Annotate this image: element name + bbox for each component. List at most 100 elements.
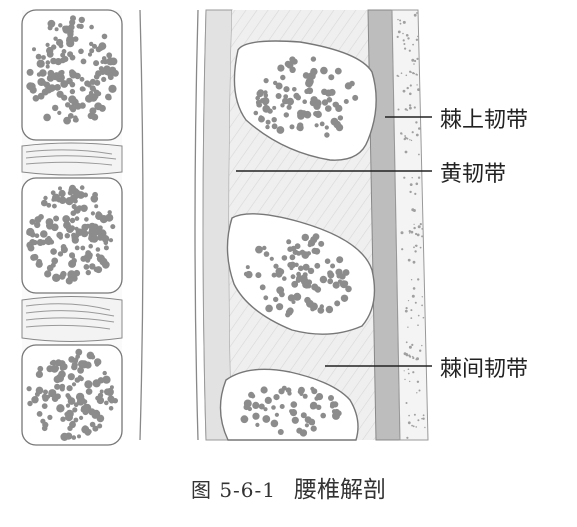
bone-dot — [101, 56, 107, 61]
bone-dot — [318, 240, 325, 247]
bone-dot — [79, 76, 85, 82]
bone-dot — [71, 435, 77, 440]
bone-dot — [289, 66, 296, 74]
stipple-dot — [400, 72, 403, 74]
bone-dot — [65, 102, 71, 108]
stipple-dot — [397, 18, 399, 21]
bone-dot — [307, 242, 312, 248]
stipple-dot — [412, 425, 415, 428]
bone-dot — [301, 233, 309, 242]
bone-dot — [292, 249, 299, 255]
bone-dot — [74, 216, 80, 221]
stipple-dot — [409, 84, 412, 87]
bone-dot — [325, 305, 334, 314]
bone-dot — [97, 423, 103, 429]
bone-dot — [324, 125, 329, 130]
intervertebral-disc-1 — [21, 142, 123, 176]
stipple-dot — [407, 326, 409, 328]
bone-dot — [252, 412, 260, 420]
stipple-dot — [408, 49, 411, 52]
bone-dot — [321, 99, 329, 106]
bone-dot — [263, 101, 268, 106]
stipple-dot — [414, 301, 417, 304]
bone-dot — [60, 80, 69, 88]
intervertebral-disc-2 — [21, 296, 123, 342]
stipple-dot — [414, 250, 417, 253]
bone-dot — [258, 115, 263, 120]
bone-dot — [80, 204, 88, 212]
bone-dot — [329, 403, 335, 409]
stipple-dot — [413, 226, 416, 230]
bone-dot — [286, 104, 292, 110]
bone-dot — [302, 272, 308, 278]
bone-dot — [78, 360, 86, 369]
bone-dot — [67, 397, 76, 405]
bone-dot — [255, 272, 262, 279]
bone-dot — [109, 385, 114, 390]
bone-dot — [78, 48, 84, 55]
stipple-dot — [419, 223, 422, 226]
stipple-dot — [418, 153, 420, 156]
bone-dot — [36, 411, 43, 417]
bone-dot — [302, 281, 309, 289]
bone-dot — [300, 412, 307, 419]
bone-dot — [71, 257, 77, 264]
stipple-dot — [421, 344, 423, 347]
bone-dot — [36, 258, 43, 265]
bone-dot — [279, 404, 285, 409]
bone-dot — [40, 230, 48, 238]
bone-dot — [52, 203, 57, 209]
stipple-dot — [422, 316, 425, 319]
stipple-dot — [402, 32, 404, 35]
bone-dot — [27, 400, 33, 407]
bone-dot — [352, 94, 359, 101]
bone-dot — [316, 404, 322, 410]
bone-dot — [45, 42, 50, 48]
bone-dot — [89, 78, 96, 85]
bone-dot — [67, 425, 73, 431]
bone-dot — [262, 415, 271, 423]
stipple-dot — [406, 436, 409, 439]
stipple-dot — [413, 72, 416, 75]
stipple-dot — [405, 402, 408, 404]
bone-dot — [49, 239, 55, 245]
bone-dot — [287, 391, 292, 396]
bone-dot — [275, 270, 283, 278]
bone-dot — [294, 243, 301, 250]
bone-dot — [313, 286, 320, 292]
bone-dot — [48, 389, 57, 398]
bone-dot — [255, 422, 260, 427]
bone-dot — [112, 69, 119, 77]
bone-dot — [84, 361, 92, 369]
bone-dot — [67, 113, 74, 119]
bone-dot — [63, 116, 71, 125]
bone-dot — [56, 404, 65, 413]
bone-dot — [83, 264, 90, 270]
stipple-dot — [404, 108, 407, 111]
bone-dot — [327, 278, 334, 285]
bone-dot — [66, 78, 71, 83]
bone-dot — [253, 110, 259, 116]
stipple-dot — [416, 380, 420, 383]
bone-dot — [30, 82, 35, 88]
stipple-dot — [409, 106, 412, 110]
stipple-dot — [407, 258, 411, 262]
stipple-dot — [413, 106, 416, 109]
stipple-dot — [416, 74, 419, 76]
bone-dot — [45, 64, 50, 69]
bone-dot — [92, 43, 97, 49]
bone-dot — [74, 104, 79, 109]
bone-dot — [320, 412, 327, 419]
stipple-dot — [415, 426, 418, 428]
bone-dot — [310, 56, 317, 62]
stipple-dot — [413, 63, 415, 65]
bone-dot — [85, 269, 92, 276]
bone-dot — [26, 386, 32, 392]
bone-dot — [35, 386, 44, 395]
stipple-dot — [411, 343, 414, 346]
bone-dot — [29, 218, 36, 225]
bone-dot — [104, 400, 109, 406]
bone-dot — [102, 375, 111, 384]
stipple-dot — [413, 223, 415, 225]
